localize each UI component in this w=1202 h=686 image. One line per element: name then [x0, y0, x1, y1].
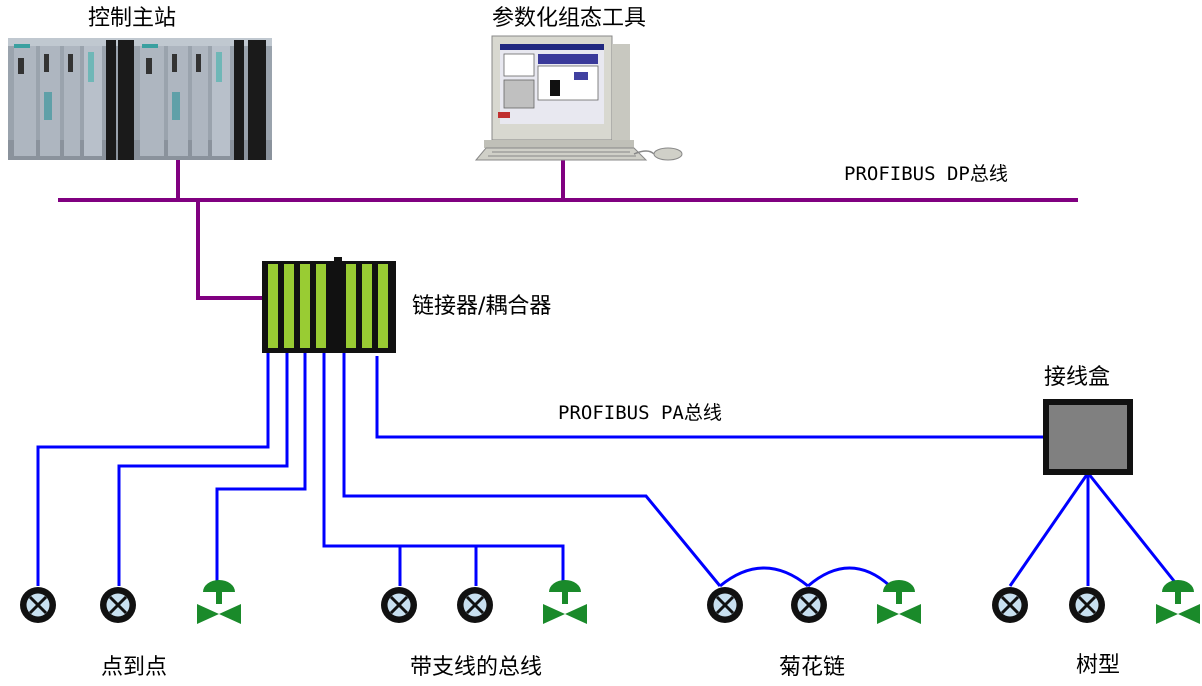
sensor-icon — [789, 585, 829, 625]
valve-icon — [197, 580, 241, 624]
topology-branch-bus-label: 带支线的总线 — [410, 655, 543, 680]
sensor-icon — [18, 585, 58, 625]
sensor-icon — [98, 585, 138, 625]
valve-icon — [1156, 580, 1200, 624]
topology-tree-label: 树型 — [1076, 653, 1121, 678]
sensor-icon — [1067, 585, 1107, 625]
sensor-icon — [990, 585, 1030, 625]
valve-icon — [543, 580, 587, 624]
junction-box-icon — [1043, 399, 1133, 475]
dp-bus-label: PROFIBUS DP总线 — [844, 163, 1008, 185]
computer-icon — [474, 35, 683, 161]
master-station-label: 控制主站 — [88, 6, 177, 31]
valve-icon — [877, 580, 921, 624]
sensor-icon — [379, 585, 419, 625]
coupler-label: 链接器/耦合器 — [412, 294, 552, 319]
junction-box-label: 接线盒 — [1044, 365, 1111, 390]
coupler-icon — [262, 257, 396, 353]
pa-bus-label: PROFIBUS PA总线 — [558, 402, 722, 424]
topology-daisy-chain-label: 菊花链 — [779, 655, 846, 680]
plc-rack-icon — [8, 38, 272, 160]
dp-bus — [58, 158, 1078, 300]
pa-bus — [36, 352, 1180, 588]
sensor-icon — [705, 585, 745, 625]
config-tool-label: 参数化组态工具 — [492, 6, 647, 31]
topology-point-to-point-label: 点到点 — [101, 655, 168, 680]
sensor-icon — [455, 585, 495, 625]
